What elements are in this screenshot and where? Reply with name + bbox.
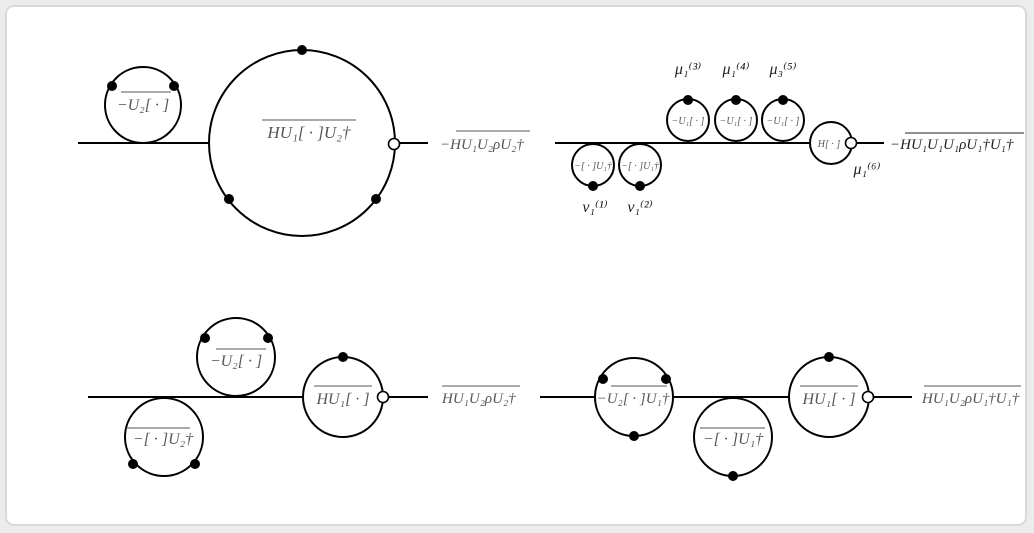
vertex-dot bbox=[338, 352, 348, 362]
loop-u2 bbox=[104, 66, 182, 144]
vertex-dot bbox=[128, 459, 138, 469]
vertex-dot bbox=[107, 81, 117, 91]
loop-label: −[ · ]U₁† bbox=[703, 431, 764, 448]
vertex-dot bbox=[661, 374, 671, 384]
loop-hu1 bbox=[208, 49, 396, 237]
vertex-dot bbox=[778, 95, 788, 105]
loop-label: HU₁[ · ] bbox=[801, 391, 855, 408]
vertex-dot bbox=[598, 374, 608, 384]
loop-label: −U₁[ · ] bbox=[720, 116, 753, 127]
vertex-dot bbox=[683, 95, 693, 105]
diagram-top-left: −U₂[ · ] HU₁[ · ]U₂† −HU₁U₂ρU₂† bbox=[78, 45, 530, 237]
open-vertex bbox=[844, 136, 858, 150]
vertex-mark: ν₁⁽²⁾ bbox=[627, 199, 652, 216]
diagram-bottom-left: −U₂[ · ] −[ · ]U₂† HU₁[ · ] HU₁U₂ρU₂† bbox=[88, 317, 520, 477]
vertex-mark: μ₁⁽³⁾ bbox=[674, 61, 701, 78]
vertex-mark: ν₁⁽¹⁾ bbox=[582, 199, 607, 216]
vertex-dot bbox=[224, 194, 234, 204]
loop-label: HU₁[ · ] bbox=[315, 391, 369, 408]
loop-label: HU₁[ · ]U₂† bbox=[266, 123, 351, 142]
vertex-dot bbox=[728, 471, 738, 481]
vertex-dot bbox=[635, 181, 645, 191]
loop-label: −U₂[ · ] bbox=[117, 97, 169, 114]
vertex-dot bbox=[588, 181, 598, 191]
external-label: −HU₁U₁U₁ρU₁†U₁† bbox=[890, 137, 1014, 153]
external-label: −HU₁U₂ρU₂† bbox=[440, 137, 524, 153]
diagram-bottom-right: −U₂[ · ]U₁† −[ · ]U₁† HU₁[ · ] HU₁U₂ρU₁†… bbox=[540, 352, 1021, 481]
vertex-mark: μ₁⁽⁴⁾ bbox=[721, 61, 749, 78]
loop-label: −[ · ]U₁† bbox=[574, 161, 613, 172]
external-label: HU₁U₂ρU₁†U₁† bbox=[921, 391, 1020, 407]
vertex-dot bbox=[371, 194, 381, 204]
vertex-dot bbox=[200, 333, 210, 343]
loop-u2-dagger bbox=[124, 397, 204, 477]
open-vertex bbox=[387, 137, 401, 151]
open-vertex bbox=[861, 390, 875, 404]
vertex-dot bbox=[190, 459, 200, 469]
vertex-mark: μ₃⁽⁵⁾ bbox=[768, 61, 796, 78]
external-label: HU₁U₂ρU₂† bbox=[441, 391, 516, 407]
loop-label: H[ · ] bbox=[817, 139, 841, 150]
vertex-dot bbox=[169, 81, 179, 91]
loop-label: −U₁[ · ] bbox=[767, 116, 800, 127]
loop-label: −U₂[ · ] bbox=[210, 353, 262, 370]
vertex-dot bbox=[824, 352, 834, 362]
diagram-top-right: −U₁[ · ] −U₁[ · ] −U₁[ · ] μ₁⁽³⁾ μ₁⁽⁴⁾ μ… bbox=[555, 61, 1024, 216]
loop-label: −U₂[ · ]U₁† bbox=[597, 391, 670, 407]
loop-label: −[ · ]U₂† bbox=[133, 431, 194, 448]
loop-label: −[ · ]U₁† bbox=[621, 161, 660, 172]
vertex-dot bbox=[629, 431, 639, 441]
vertex-dot bbox=[731, 95, 741, 105]
loop-label: −U₁[ · ] bbox=[672, 116, 705, 127]
open-vertex bbox=[376, 390, 390, 404]
vertex-dot bbox=[263, 333, 273, 343]
loop-u2 bbox=[196, 317, 276, 397]
vertex-dot bbox=[297, 45, 307, 55]
vertex-mark: μ₁⁽⁶⁾ bbox=[852, 161, 880, 178]
